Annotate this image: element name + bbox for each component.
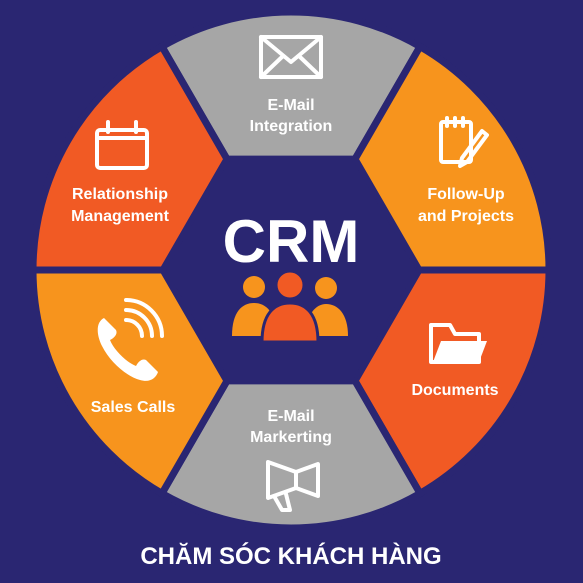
label-line: Sales Calls xyxy=(91,399,176,416)
label-line: Follow-Up xyxy=(427,186,505,203)
segment-sales-calls xyxy=(29,266,232,499)
segment-label-documents: Documents xyxy=(411,382,498,399)
segment-label-relationship: Relationship Management xyxy=(71,186,169,225)
phone-icon xyxy=(97,298,164,381)
segment-follow-up xyxy=(350,41,553,274)
label-line: Markerting xyxy=(250,429,332,446)
label-line: and Projects xyxy=(418,208,514,225)
center-title: CRM xyxy=(223,208,360,275)
label-line: Integration xyxy=(250,118,333,135)
segment-label-email-marketing: E-Mail Markerting xyxy=(250,408,332,446)
segment-relationship xyxy=(29,41,232,274)
megaphone-icon xyxy=(266,460,320,512)
segment-email-marketing xyxy=(157,377,425,532)
envelope-icon xyxy=(259,35,323,79)
calendar-icon xyxy=(95,120,149,170)
segment-documents xyxy=(350,266,553,499)
edit-note-icon xyxy=(439,116,489,168)
label-line: Management xyxy=(71,208,169,225)
segment-label-follow-up: Follow-Up and Projects xyxy=(418,186,514,225)
segment-label-sales-calls: Sales Calls xyxy=(91,399,176,416)
folder-icon xyxy=(429,323,487,364)
label-line: E-Mail xyxy=(267,408,314,425)
label-line: E-Mail xyxy=(267,97,314,114)
person-center-icon xyxy=(260,269,320,344)
footer-title: CHĂM SÓC KHÁCH HÀNG xyxy=(140,542,441,570)
people-group-icon xyxy=(232,269,348,344)
segment-label-email-integration: E-Mail Integration xyxy=(250,97,333,135)
label-line: Relationship xyxy=(72,186,168,203)
label-line: Documents xyxy=(411,382,498,399)
segment-email-integration xyxy=(157,8,425,163)
